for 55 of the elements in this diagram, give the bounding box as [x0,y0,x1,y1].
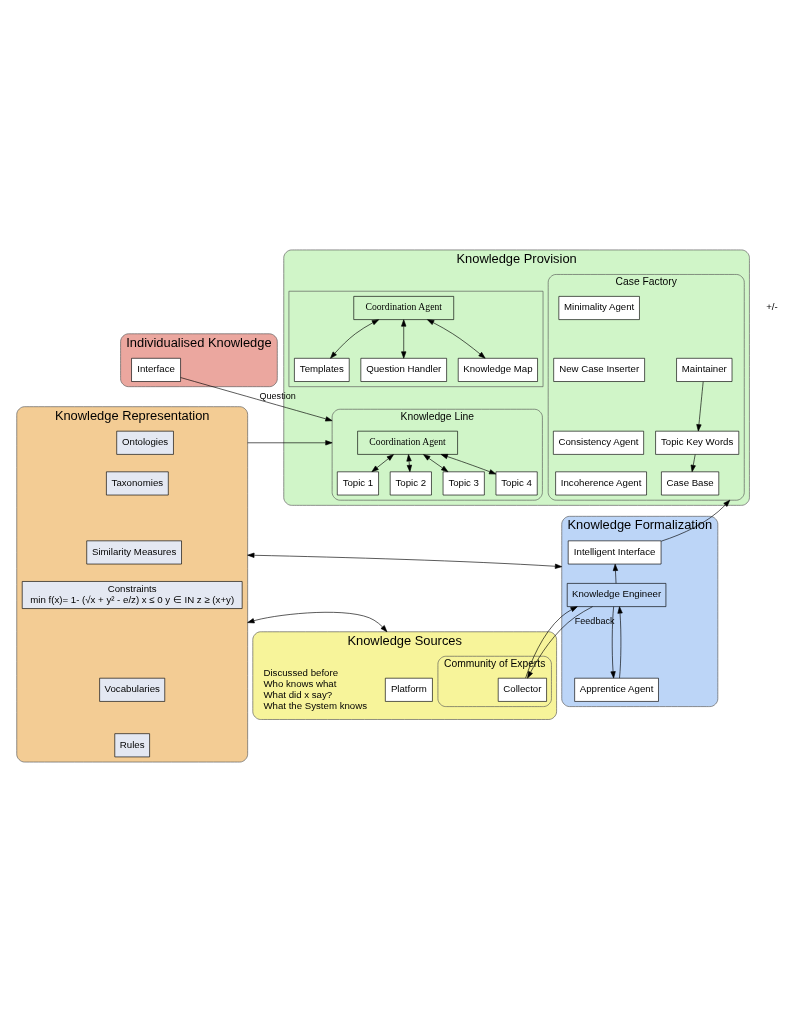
arrow [690,454,696,473]
edge-label: Feedback [574,616,614,627]
node-box: Intelligent Interface [567,540,661,565]
node-box: Templates [293,358,350,382]
node-label: What did x say? [262,688,332,700]
node-box: Constraints min f(x)= 1- (√x + y² - e/z) x ≤ 0 y ∈ IN z ≥ (x+y) [21,581,242,609]
node-box: Consistency Agent [552,430,644,455]
node-box: New Case Inserter [552,358,645,382]
node-box: Rules [113,733,150,758]
arrow [524,606,578,679]
arrow [371,454,394,473]
arrow [400,319,406,359]
node-box: Coordination Agent [352,296,454,320]
label: +/- [765,301,778,313]
cluster [288,290,543,387]
arrow [610,606,616,679]
node-box: Topic Key Words [654,430,739,455]
node-box: Minimality Agent [558,296,640,320]
arrow [612,563,618,584]
node-box: Knowledge Map [457,358,538,382]
arrow [695,381,703,432]
node-box: Question Handler [360,358,447,382]
node-box: Collector [497,677,547,702]
arrow [422,454,448,473]
node-box: Maintainer [675,358,732,382]
node-label: What the System knows [262,699,367,711]
arrow [617,606,623,679]
node-box: Knowledge Engineer [566,583,666,607]
arrow [440,454,496,475]
node-box: Topic 2 [389,471,432,496]
node-box: Vocabularies [98,677,165,702]
node-box: Ontologies [115,430,174,455]
node-box: Coordination Agent [356,430,458,455]
node-box: Interface [130,358,181,382]
node-box: Apprentice Agent [573,677,659,702]
node-box: Topic 1 [336,471,379,496]
arrow [246,611,387,633]
arrow [426,319,485,359]
arrow [179,377,332,422]
node-label: Discussed before [262,666,338,678]
node-label: Who knows what [262,677,336,689]
node-box: Platform [384,677,433,702]
arrow [329,319,379,359]
node-box: Topic 3 [442,471,485,496]
node-box: Similarity Measures [85,540,182,565]
arrow [405,454,412,473]
arrow [660,499,730,542]
node-box: Incoherence Agent [554,471,647,496]
node-box: Case Base [660,471,719,496]
arrow [246,440,332,446]
edge-label: Question [259,391,296,402]
arrow [526,606,593,679]
arrow [246,552,562,569]
node-box: Topic 4 [495,471,538,496]
node-box: Taxonomies [105,471,169,496]
